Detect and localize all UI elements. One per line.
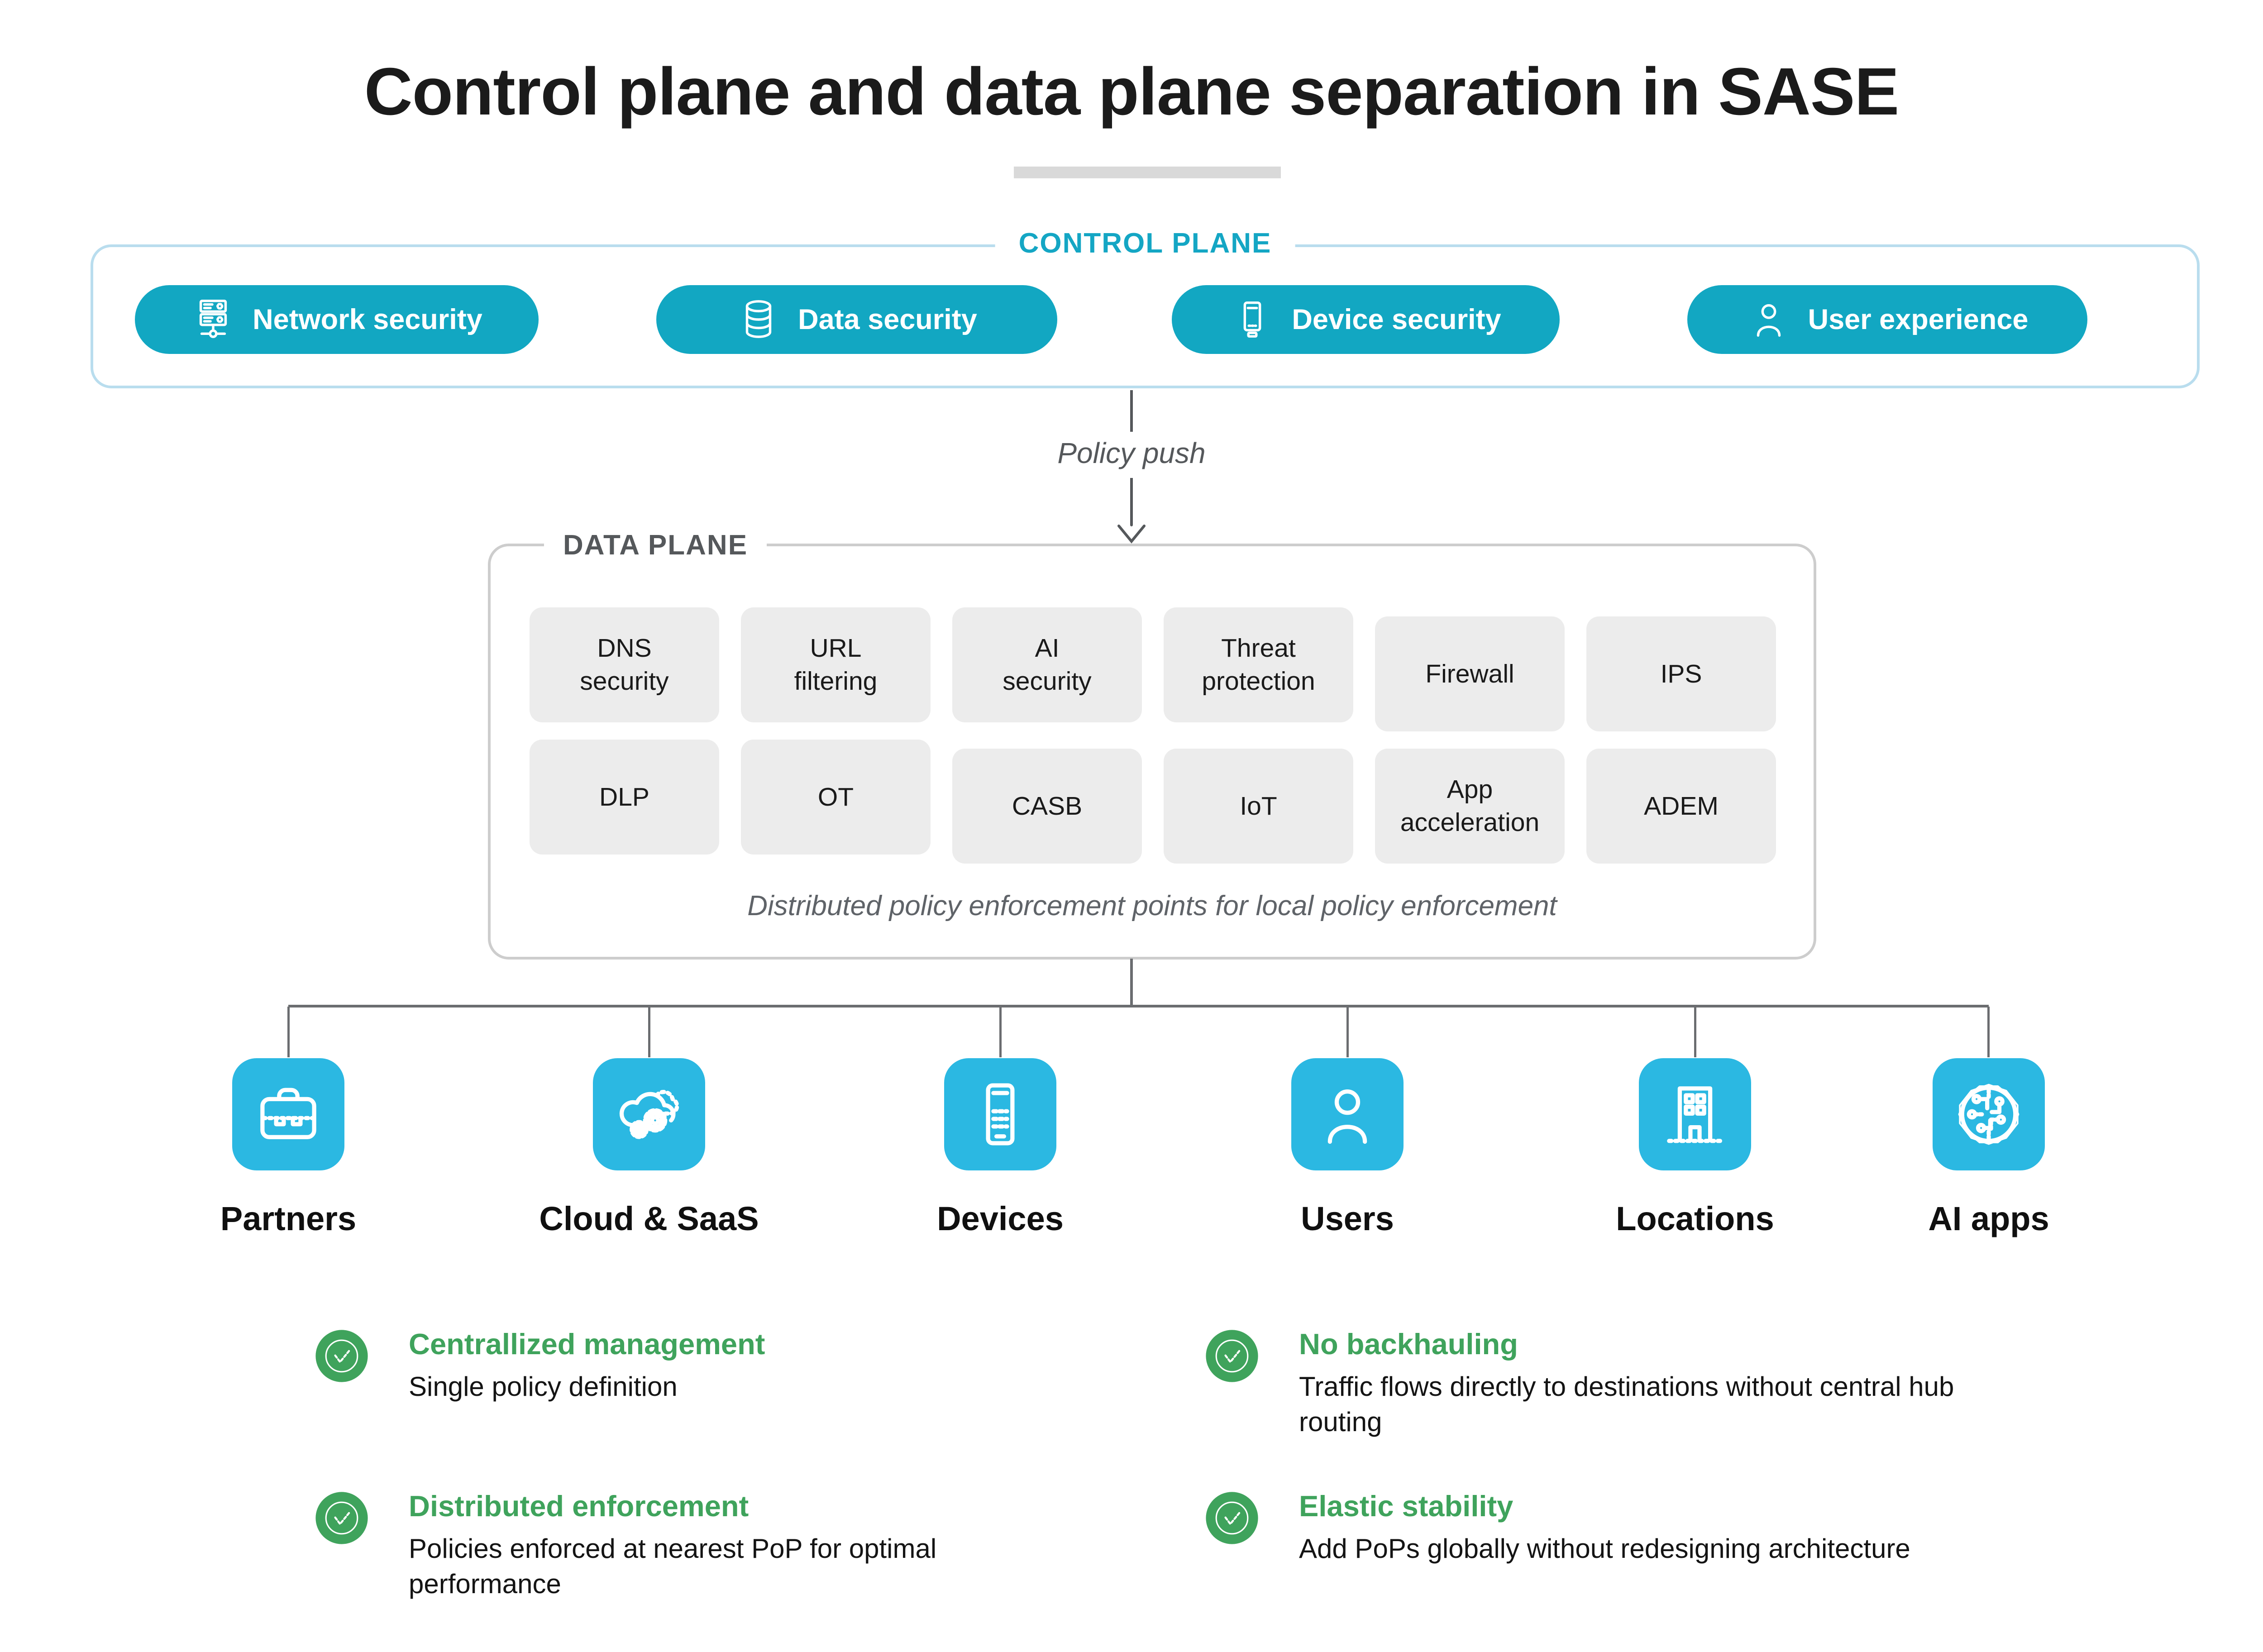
- device-icon: [1243, 301, 1261, 338]
- benefit-text: Distributed enforcement Policies enforce…: [409, 1489, 1065, 1602]
- policy-push-label: Policy push: [1057, 437, 1206, 469]
- endpoint-ai-apps: AI apps: [1848, 1058, 2129, 1238]
- tree-branch-line: [1694, 1007, 1696, 1057]
- chip-app-acceleration: App acceleration: [1375, 749, 1565, 864]
- benefit-heading: Elastic stability: [1299, 1490, 1513, 1523]
- chip-ot: OT: [741, 740, 931, 855]
- benefit-elastic-stability: Elastic stability Add PoPs globally with…: [1205, 1489, 1910, 1566]
- pill-device-security: Device security: [1172, 285, 1560, 354]
- pill-label: Network security: [253, 304, 482, 335]
- pill-label: User experience: [1808, 304, 2029, 335]
- control-plane-label: CONTROL PLANE: [995, 227, 1295, 259]
- endpoint-label: Devices: [937, 1200, 1064, 1237]
- title-underline: [1014, 167, 1281, 178]
- chip-firewall: Firewall: [1375, 616, 1565, 731]
- tree-branch-line: [648, 1007, 650, 1057]
- building-icon: [1639, 1058, 1751, 1170]
- endpoint-label: Users: [1301, 1200, 1394, 1237]
- chip-ai-security: AI security: [952, 607, 1142, 722]
- check-circle-icon: [315, 1330, 368, 1382]
- benefit-text: Centrallized management Single policy de…: [409, 1327, 765, 1404]
- ai-circuit-icon: [1933, 1058, 2045, 1170]
- benefit-text: Elastic stability Add PoPs globally with…: [1299, 1489, 1910, 1566]
- tree-horizontal-line: [288, 1005, 1989, 1007]
- endpoint-devices: Devices: [860, 1058, 1141, 1238]
- person-icon: [1291, 1058, 1404, 1170]
- page-title: Control plane and data plane separation …: [364, 54, 1899, 129]
- chip-threat-protection: Threat protection: [1164, 607, 1353, 722]
- pill-data-security: Data security: [656, 285, 1057, 354]
- tree-branch-line: [1987, 1007, 1990, 1057]
- endpoint-cloud-saas: Cloud & SaaS: [509, 1058, 789, 1238]
- endpoint-label: Cloud & SaaS: [539, 1200, 759, 1237]
- data-plane-label: DATA PLANE: [544, 529, 767, 561]
- benefit-distributed-enforcement: Distributed enforcement Policies enforce…: [315, 1489, 1065, 1602]
- data-plane-caption: Distributed policy enforcement points fo…: [747, 890, 1557, 921]
- endpoint-partners: Partners: [148, 1058, 429, 1238]
- endpoint-label: AI apps: [1928, 1200, 2049, 1237]
- check-circle-icon: [315, 1492, 368, 1544]
- check-circle-icon: [1206, 1330, 1258, 1382]
- endpoint-label: Locations: [1616, 1200, 1774, 1237]
- tree-branch-line: [999, 1007, 1002, 1057]
- benefit-body: Traffic flows directly to destinations w…: [1299, 1371, 1954, 1437]
- briefcase-icon: [232, 1058, 344, 1170]
- chip-dns-security: DNS security: [530, 607, 719, 722]
- cloud-gears-icon: [593, 1058, 705, 1170]
- tree-branch-line: [287, 1007, 290, 1057]
- chip-iot: IoT: [1164, 749, 1353, 864]
- benefit-body: Policies enforced at nearest PoP for opt…: [409, 1533, 937, 1599]
- pill-network-security: Network security: [135, 285, 539, 354]
- benefit-heading: Centrallized management: [409, 1327, 765, 1361]
- policy-push-arrow-icon: [1117, 478, 1146, 544]
- database-icon: [745, 300, 772, 338]
- policy-push-line-top: [1130, 390, 1133, 432]
- benefit-no-backhauling: No backhauling Traffic flows directly to…: [1205, 1327, 1955, 1440]
- chip-dlp: DLP: [530, 740, 719, 855]
- tree-branch-line: [1346, 1007, 1349, 1057]
- endpoint-users: Users: [1207, 1058, 1488, 1238]
- chip-adem: ADEM: [1586, 749, 1776, 864]
- chip-ips: IPS: [1586, 616, 1776, 731]
- pill-label: Data security: [798, 304, 977, 335]
- control-plane-box: CONTROL PLANE Network security: [91, 227, 2200, 388]
- servers-icon: [200, 300, 227, 338]
- check-circle-icon: [1206, 1492, 1258, 1544]
- smartphone-icon: [944, 1058, 1056, 1170]
- benefit-body: Add PoPs globally without redesigning ar…: [1299, 1533, 1910, 1564]
- user-icon: [1757, 304, 1781, 337]
- chip-casb: CASB: [952, 749, 1142, 864]
- benefit-body: Single policy definition: [409, 1371, 678, 1402]
- endpoint-label: Partners: [220, 1200, 357, 1237]
- benefit-text: No backhauling Traffic flows directly to…: [1299, 1327, 1955, 1440]
- pill-user-experience: User experience: [1687, 285, 2087, 354]
- benefit-heading: No backhauling: [1299, 1327, 1518, 1361]
- pill-label: Device security: [1292, 304, 1501, 335]
- chip-url-filtering: URL filtering: [741, 607, 931, 722]
- benefit-heading: Distributed enforcement: [409, 1490, 749, 1523]
- endpoint-locations: Locations: [1555, 1058, 1835, 1238]
- benefit-centralized-management: Centrallized management Single policy de…: [315, 1327, 765, 1404]
- data-plane-box: DATA PLANE: [488, 529, 1816, 960]
- tree-trunk-line: [1130, 959, 1133, 1006]
